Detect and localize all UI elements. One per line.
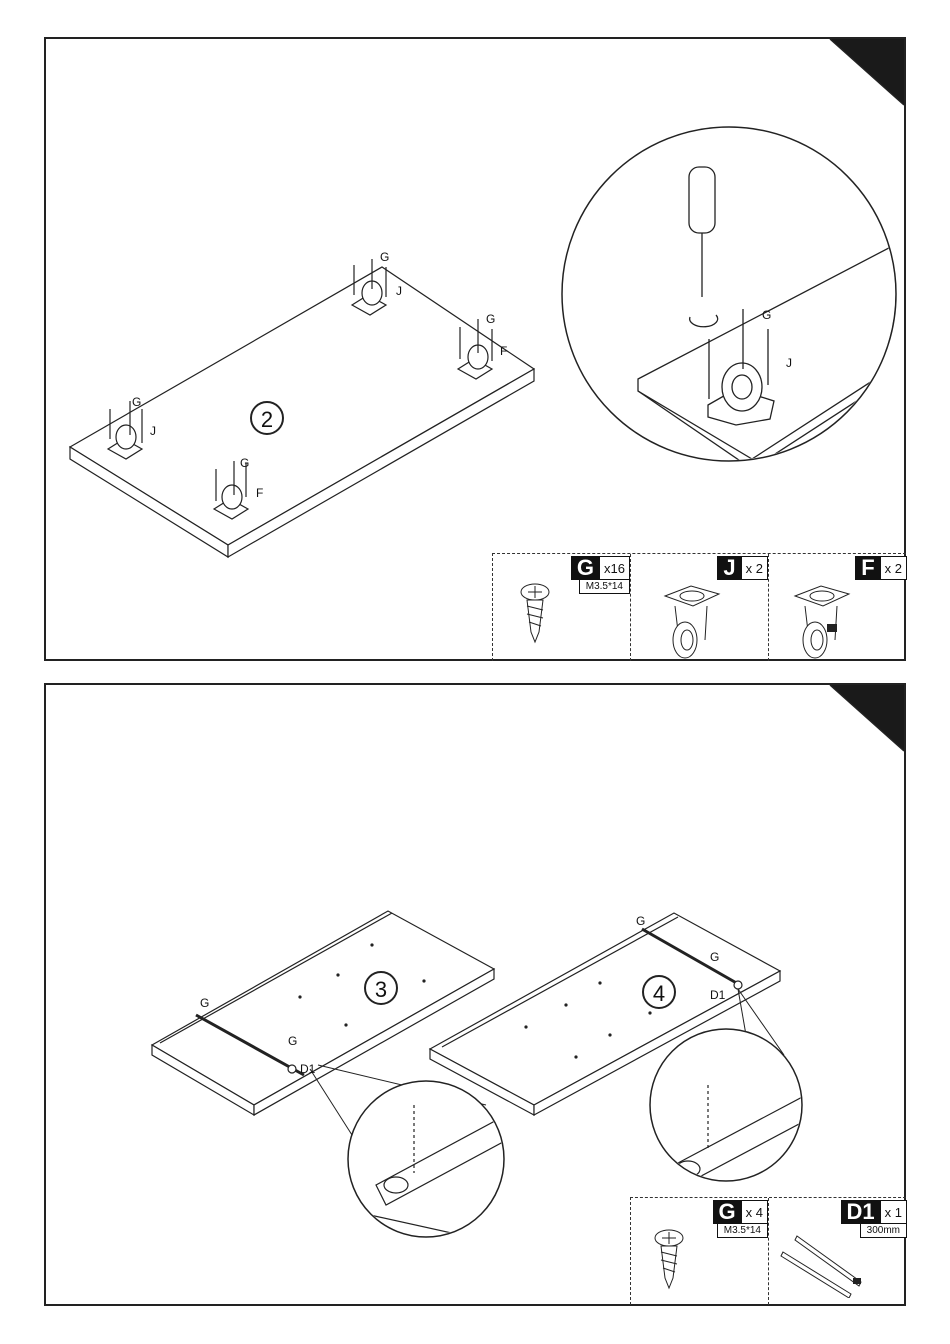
step-number: 2	[250, 401, 284, 435]
detail-label-j: J	[786, 357, 792, 369]
part-key: G	[571, 556, 600, 580]
part-qty: x 1	[881, 1200, 907, 1224]
label-d1: D1	[710, 989, 725, 1001]
label-g: G	[710, 951, 719, 963]
detail-label-g: G	[762, 309, 771, 321]
drawer-slide-icon	[777, 1228, 867, 1298]
step-number: 4	[642, 975, 676, 1009]
label-g: G	[288, 1035, 297, 1047]
part-spec: M3.5*14	[717, 1224, 768, 1238]
label-j: J	[396, 285, 402, 297]
caster-wheel-icon	[657, 584, 727, 660]
detail-magnifier-left	[310, 1065, 516, 1245]
part-key: F	[855, 556, 880, 580]
label-g: G	[636, 915, 645, 927]
label-f: F	[500, 345, 507, 357]
label-g: G	[132, 396, 141, 408]
step-number: 3	[364, 971, 398, 1005]
part-key: G	[713, 1200, 742, 1224]
locking-caster-icon	[787, 584, 857, 660]
part-qty: x 4	[742, 1200, 768, 1224]
part-spec: M3.5*14	[579, 580, 630, 594]
part-qty: x 2	[742, 556, 768, 580]
part-qty: x 2	[881, 556, 907, 580]
label-g: G	[380, 251, 389, 263]
part-key: D1	[841, 1200, 881, 1224]
label-d1: D1	[300, 1063, 315, 1075]
label-g: G	[486, 313, 495, 325]
part-qty: x16	[600, 556, 630, 580]
label-j: J	[150, 425, 156, 437]
detail-magnifier	[562, 127, 904, 469]
tabletop-board	[70, 267, 534, 557]
label-g: G	[200, 997, 209, 1009]
label-g: G	[240, 457, 249, 469]
screw-icon	[515, 582, 555, 646]
part-key: J	[717, 556, 741, 580]
label-f: F	[256, 487, 263, 499]
screw-icon	[649, 1228, 689, 1292]
